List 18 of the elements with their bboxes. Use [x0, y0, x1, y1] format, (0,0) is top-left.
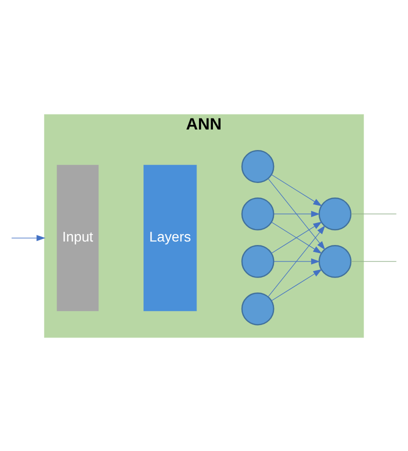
node-box: Input: [56, 164, 99, 311]
arrow: [268, 178, 326, 250]
arrow: [271, 268, 322, 301]
connector: [350, 260, 397, 262]
node-circle: [241, 150, 274, 182]
arrow: [273, 210, 320, 217]
arrow: [273, 258, 320, 264]
node-circle: [318, 197, 352, 230]
node-circle: [241, 197, 274, 230]
node-circle: [241, 244, 274, 278]
node-circle: [241, 292, 274, 325]
node-circle: [318, 244, 352, 278]
arrow: [11, 234, 46, 241]
arrow: [271, 174, 322, 206]
node-box: Layers: [144, 164, 197, 311]
arrow: [271, 221, 322, 254]
connector: [350, 213, 397, 214]
arrow: [268, 224, 326, 297]
